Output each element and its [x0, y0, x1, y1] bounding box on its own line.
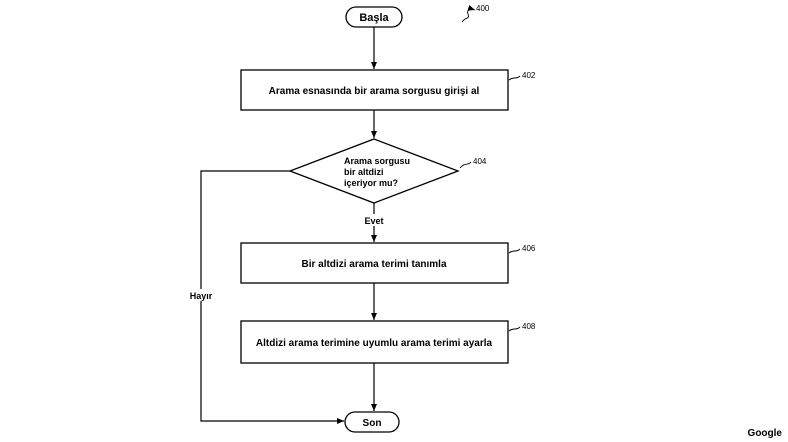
process-406-label: Bir altdizi arama terimi tanımla — [301, 259, 446, 270]
edge-404-to-end-no — [200, 170, 344, 424]
decision-404-line2: bir altdizi — [344, 167, 384, 177]
process-402: Arama esnasında bir arama sorgusu girişi… — [240, 69, 536, 111]
decision-404: Arama sorgusu bir altdizi içeriyor mu? 4… — [288, 138, 487, 204]
no-label-bg — [185, 289, 219, 301]
process-408-label: Altdizi arama terimine uyumlu arama teri… — [256, 338, 493, 349]
decision-404-line3: içeriyor mu? — [344, 178, 398, 188]
end-label: Son — [363, 418, 382, 429]
no-label: Hayır — [190, 291, 213, 301]
end-terminal: Son — [344, 411, 400, 433]
figure-ref-label: 400 — [476, 4, 490, 13]
process-408: Altdizi arama terimine uyumlu arama teri… — [240, 320, 536, 364]
google-watermark: Google — [748, 428, 783, 439]
start-terminal: Başla — [345, 6, 403, 28]
decision-404-line1: Arama sorgusu — [344, 156, 410, 166]
process-408-ref: 408 — [522, 322, 536, 331]
process-402-label: Arama esnasında bir arama sorgusu girişi… — [269, 86, 480, 97]
yes-label-bg — [360, 214, 388, 226]
process-402-ref: 402 — [522, 71, 536, 80]
figure-ref-400: 400 — [461, 4, 490, 23]
process-406-ref: 406 — [522, 244, 536, 253]
decision-404-ref: 404 — [473, 157, 487, 166]
yes-label: Evet — [364, 216, 383, 226]
process-406: Bir altdizi arama terimi tanımla 406 — [240, 242, 536, 284]
start-label: Başla — [359, 12, 389, 24]
